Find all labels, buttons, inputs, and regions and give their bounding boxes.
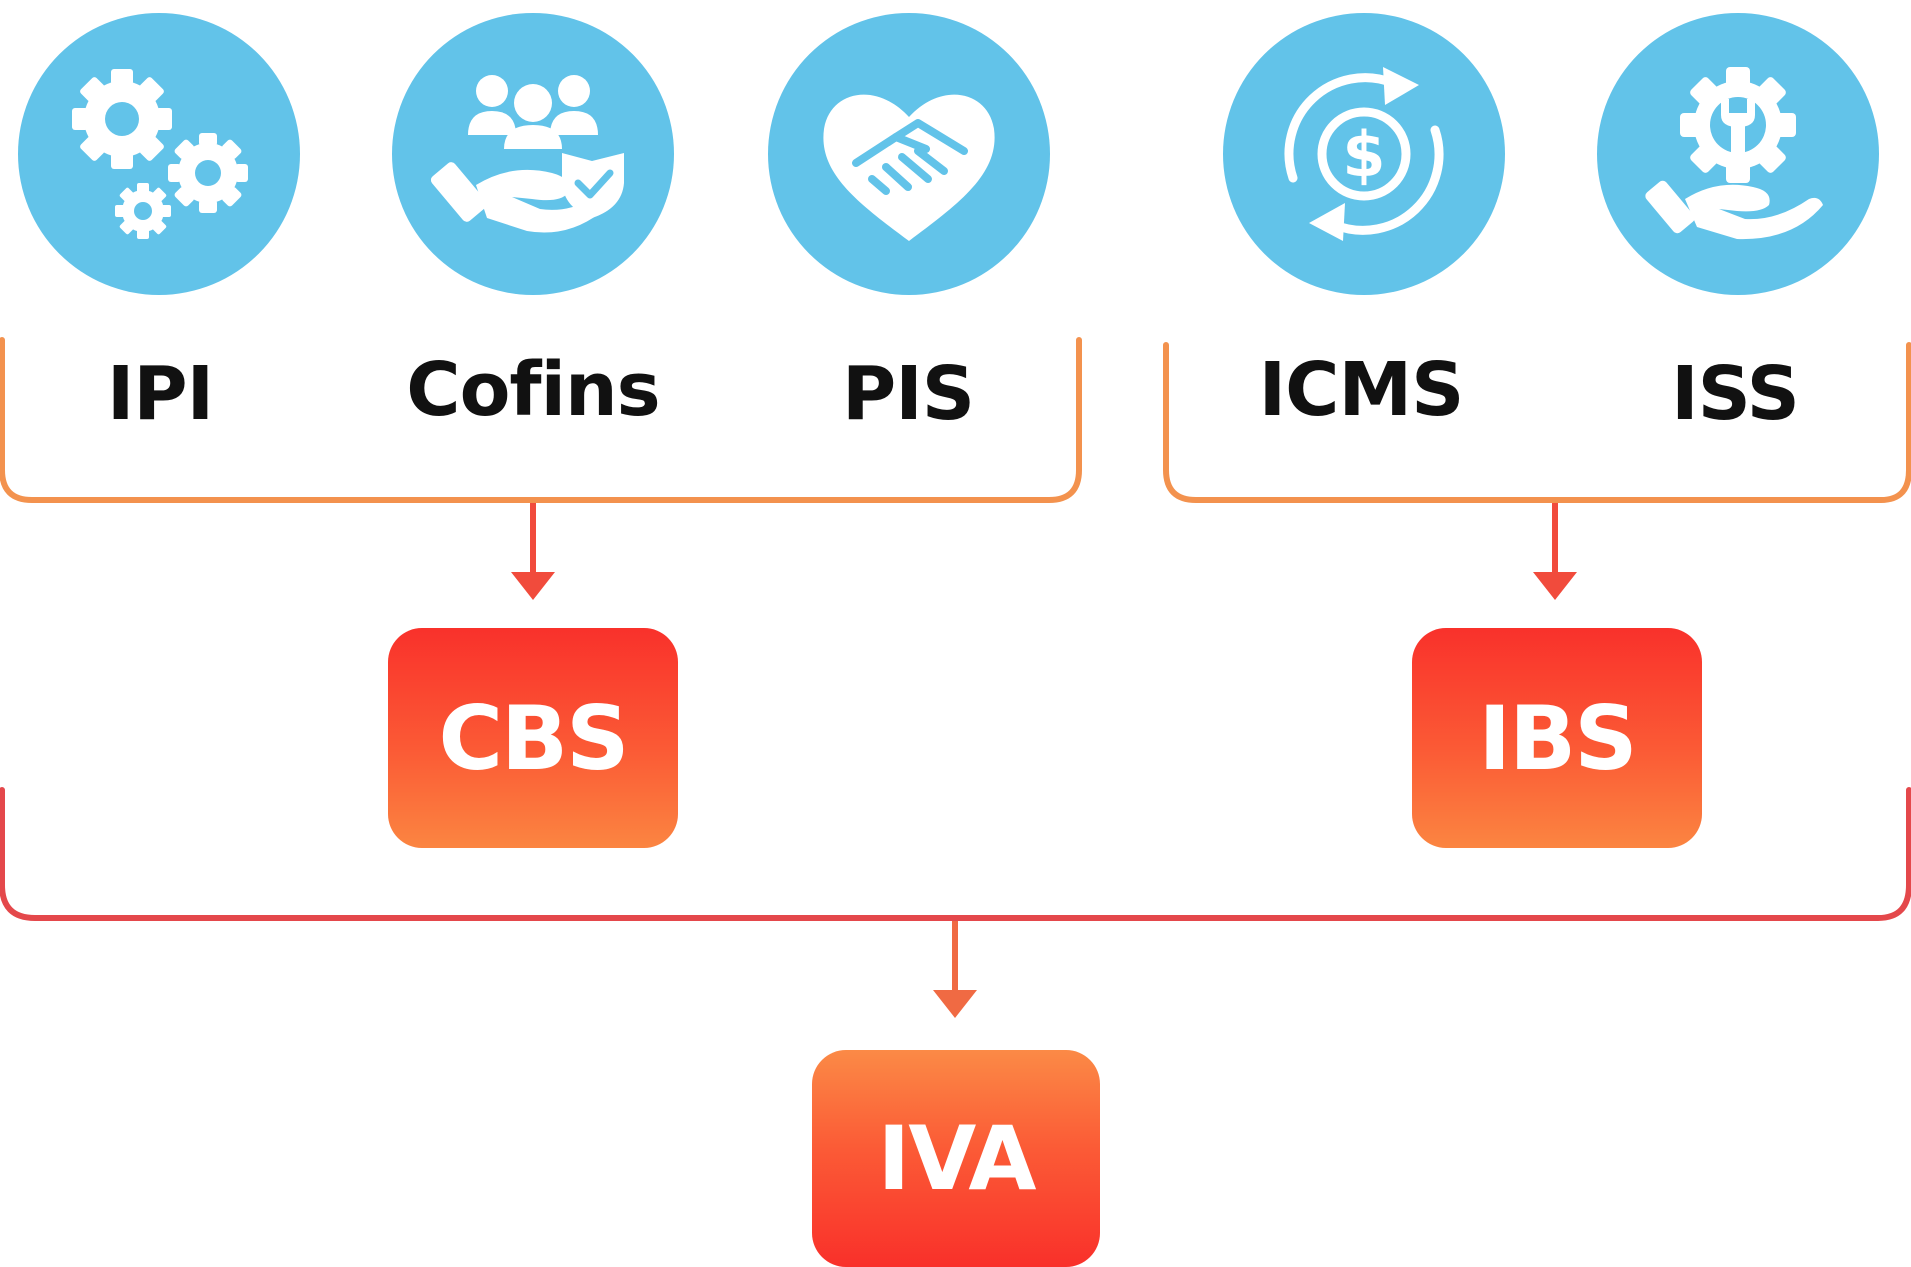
iva-label: IVA: [877, 1107, 1037, 1210]
iva-box: IVA: [812, 1050, 1100, 1267]
iss-icon-circle: [1597, 13, 1879, 295]
gear-wrench-hand-icon: [1645, 67, 1823, 240]
right-group-bracket: [1163, 342, 1911, 503]
label-icms: ICMS: [1258, 347, 1465, 433]
label-pis: PIS: [841, 351, 975, 437]
arrow-to-cbs-head: [511, 572, 555, 600]
pis-icon-circle: [768, 13, 1050, 295]
heart-handshake-icon: [823, 94, 995, 242]
label-cofins: Cofins: [406, 347, 660, 433]
svg-text:$: $: [1342, 118, 1385, 191]
ibs-label: IBS: [1478, 686, 1637, 790]
cbs-label: CBS: [438, 686, 629, 790]
people-hand-shield-icon: [430, 75, 624, 233]
gears-icon: [72, 69, 248, 239]
ibs-box: IBS: [1412, 628, 1702, 848]
label-ipi: IPI: [106, 351, 214, 437]
dollar-cycle-icon: $: [1284, 67, 1444, 241]
icms-icon-circle: $: [1223, 13, 1505, 295]
label-iss: ISS: [1671, 351, 1800, 437]
arrow-to-ibs-head: [1533, 572, 1577, 600]
left-group-bracket: [0, 337, 1082, 503]
ipi-icon-circle: [18, 13, 300, 295]
arrow-to-iva-head: [933, 990, 977, 1018]
bottom-group-bracket: [0, 787, 1911, 921]
cofins-icon-circle: [392, 13, 674, 295]
cbs-box: CBS: [388, 628, 678, 848]
